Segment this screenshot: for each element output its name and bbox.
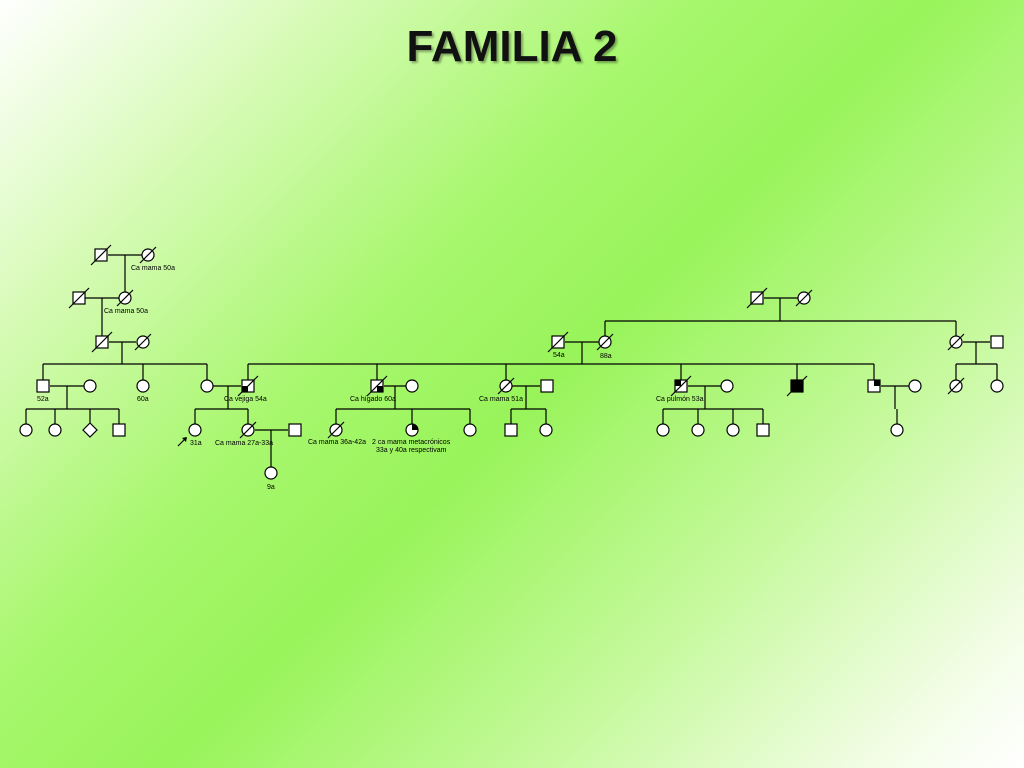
female-deceased-affected [497,377,515,395]
female-deceased [795,289,813,307]
male [504,423,518,437]
female-affected [405,423,419,437]
female [264,466,278,480]
female-proband [188,423,202,437]
annotation-age: 31a [190,440,202,447]
female [990,379,1004,393]
male-deceased [90,244,112,266]
male [990,335,1004,349]
male [112,423,126,437]
annotation-ca-pulmon: Ca pulmón 53a [656,396,704,403]
female [726,423,740,437]
annotation-ca-mama-50a: Ca mama 50a [131,265,175,272]
female [656,423,670,437]
female [200,379,214,393]
female [83,379,97,393]
female-deceased [947,377,965,395]
female-deceased-affected [327,421,345,439]
female-deceased-affected [139,246,157,264]
male [36,379,50,393]
male-deceased-affected [237,375,259,397]
female-deceased [134,333,152,351]
page-title: FAMILIA 2 [406,22,618,71]
connection-lines [25,254,998,467]
annotation-age: 52a [37,396,49,403]
annotation-ca-mama: Ca mama 36a-42a [308,439,366,446]
annotation-ca-mama-50a: Ca mama 50a [104,308,148,315]
male-deceased-affected [786,375,808,397]
female-deceased [947,333,965,351]
annotation-ca-higado: Ca hígado 60a [350,396,396,403]
annotation-metacronicos: 2 ca mama metacrónicos [372,439,451,446]
male-deceased [547,331,569,353]
male-deceased-affected [366,375,388,397]
annotation-metacronicos: 33a y 40a respectivam [376,447,447,454]
female [405,379,419,393]
male [756,423,770,437]
female [890,423,904,437]
male-affected [867,379,881,393]
proband-arrow [177,437,187,447]
female [908,379,922,393]
annotation-ca-mama-51a: Ca mama 51a [479,396,523,403]
annotation-ca-mama: Ca mama 27a-33a [215,440,273,447]
female [48,423,62,437]
annotation-age: 9a [267,484,275,491]
annotation-ca-vejiga: Ca vejiga 54a [224,396,267,403]
female [136,379,150,393]
female [19,423,33,437]
male [540,379,554,393]
female [691,423,705,437]
male-deceased [68,287,90,309]
annotation-age: 54a [553,352,565,359]
female-deceased-affected [116,289,134,307]
male [288,423,302,437]
female-deceased [596,333,614,351]
annotation-age: 88a [600,353,612,360]
male-deceased-affected [670,375,692,397]
individuals [19,244,1004,480]
annotations: Ca mama 50a Ca mama 50a 52a 60a Ca vejig… [37,265,704,491]
sex-unknown [82,422,98,438]
female [720,379,734,393]
female [539,423,553,437]
female-deceased-affected [239,421,257,439]
male-deceased [91,331,113,353]
annotation-age: 60a [137,396,149,403]
male-deceased [746,287,768,309]
female [463,423,477,437]
